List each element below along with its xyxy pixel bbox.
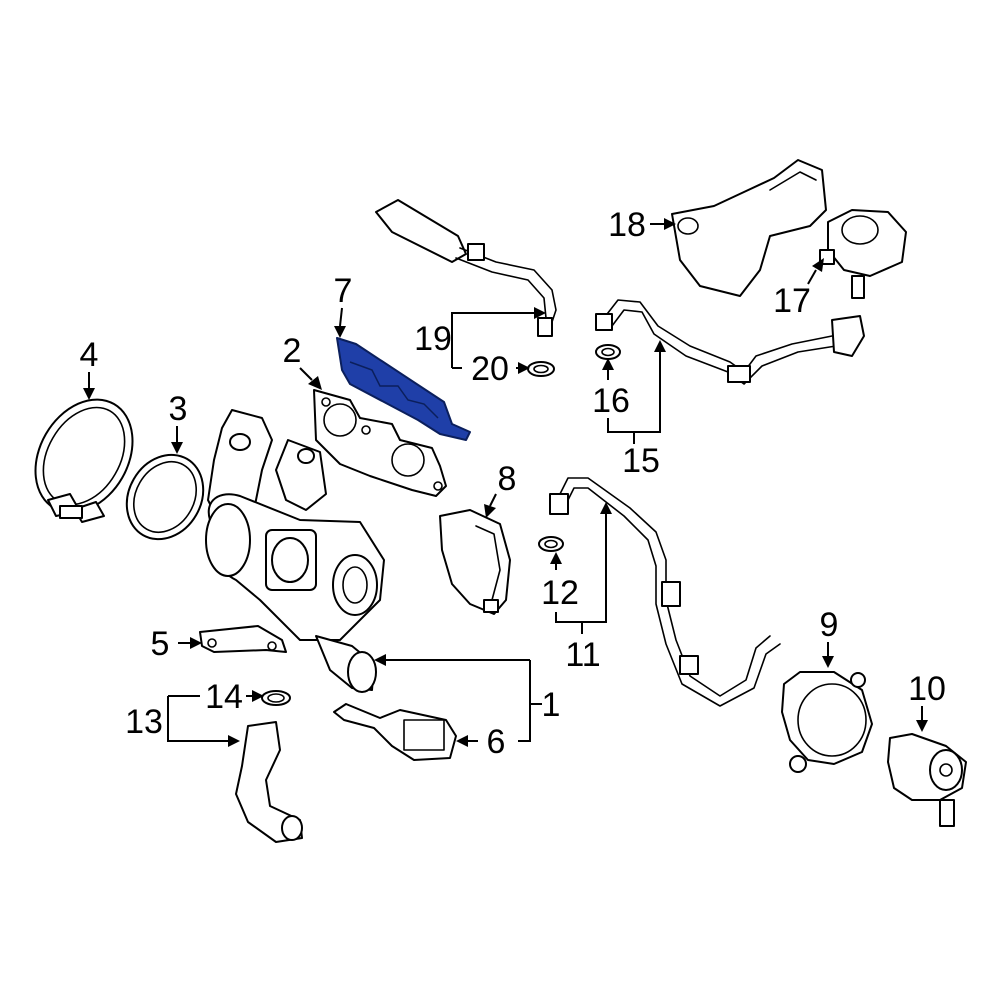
part-1-turbocharger xyxy=(205,409,385,693)
callout-19: 19 xyxy=(414,320,452,358)
highlighted-part xyxy=(336,337,471,441)
callout-13: 13 xyxy=(125,703,163,741)
callout-8: 8 xyxy=(498,460,517,498)
callout-11: 11 xyxy=(565,636,600,674)
part-9-pump xyxy=(781,671,873,773)
part-10-valve xyxy=(887,733,967,827)
callout-7: 7 xyxy=(334,272,353,310)
part-19-pipe xyxy=(375,199,557,337)
callout-3: 3 xyxy=(169,390,188,428)
callout-4: 4 xyxy=(80,336,99,374)
callout-1: 1 xyxy=(542,686,561,724)
callout-18: 18 xyxy=(608,206,646,244)
callout-12: 12 xyxy=(541,574,579,612)
part-12-washer xyxy=(538,536,564,552)
callout-2: 2 xyxy=(283,332,302,370)
leader-lines xyxy=(83,218,928,747)
part-13-hose xyxy=(235,721,303,843)
part-4-clamp xyxy=(34,398,134,523)
callout-15: 15 xyxy=(622,442,660,480)
part-16-washer xyxy=(595,344,621,360)
callout-16: 16 xyxy=(592,382,630,420)
part-17-pump xyxy=(819,209,907,299)
part-5-bracket xyxy=(199,625,287,653)
callout-17: 17 xyxy=(773,282,811,320)
part-7-heat-shield xyxy=(336,337,471,441)
callout-9: 9 xyxy=(820,606,839,644)
part-8-shield xyxy=(439,509,511,615)
part-2-gasket xyxy=(313,389,447,497)
part-11-pipe xyxy=(549,477,781,707)
part-15-pipe xyxy=(595,299,865,385)
callout-14: 14 xyxy=(205,678,243,716)
callout-5: 5 xyxy=(151,625,170,663)
callout-6: 6 xyxy=(487,723,506,761)
part-6-actuator xyxy=(333,703,457,761)
part-14-o-ring xyxy=(261,690,291,706)
part-3-seal-ring xyxy=(125,453,205,541)
callout-20: 20 xyxy=(471,350,509,388)
part-18-housing xyxy=(671,159,827,297)
callout-numbers: 4 3 2 7 8 5 1 6 13 14 19 20 16 15 12 11 … xyxy=(80,206,946,761)
callout-10: 10 xyxy=(908,670,946,708)
part-20-washer xyxy=(527,361,555,377)
